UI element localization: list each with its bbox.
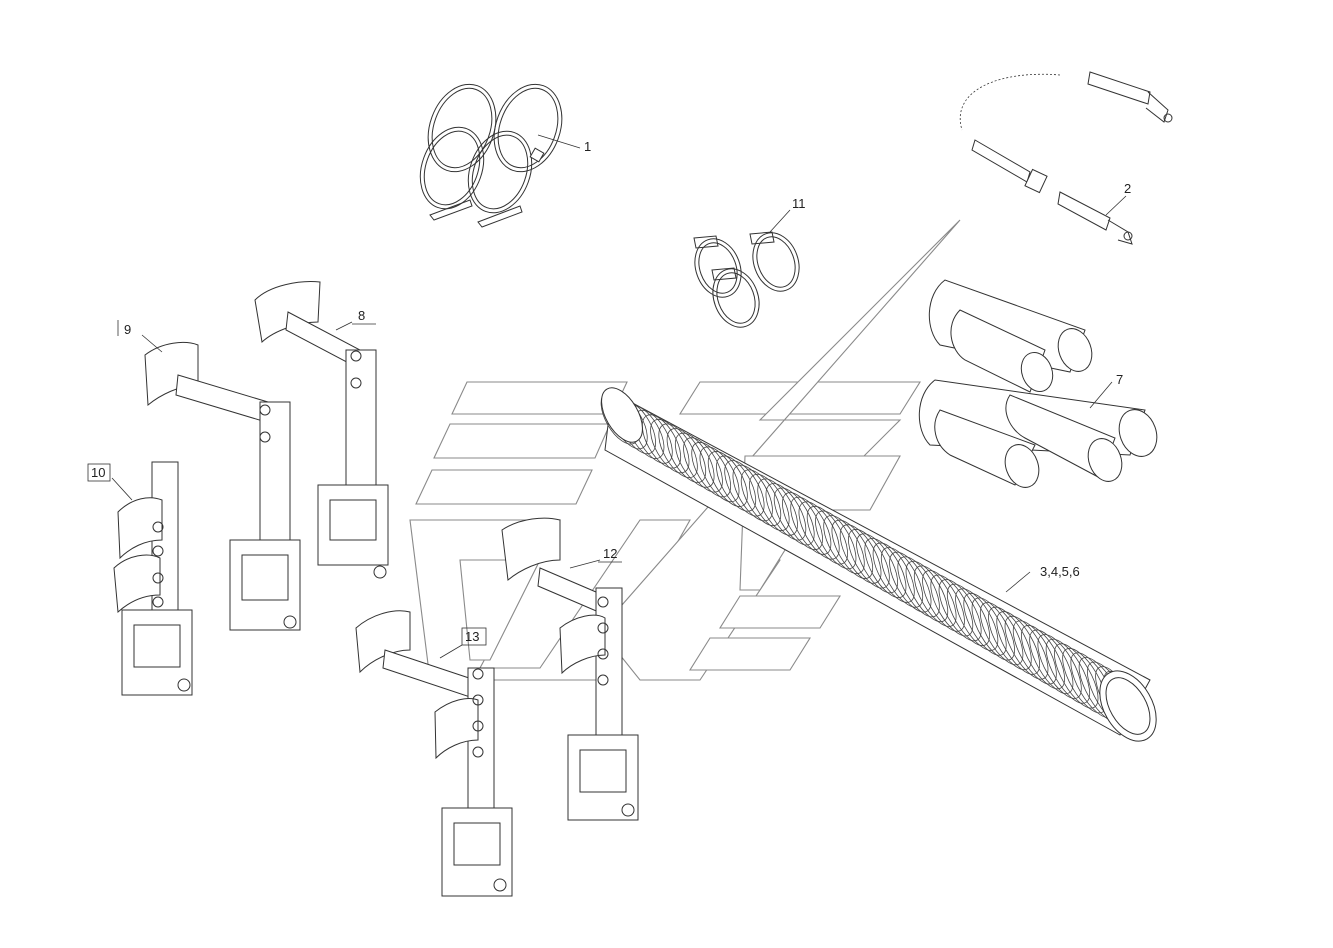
hose-rib	[782, 492, 823, 550]
hose-rib	[1004, 615, 1049, 680]
callout-11: 11	[792, 196, 806, 211]
hose-rib	[880, 547, 924, 608]
hose-rib	[930, 574, 974, 637]
part-2-strap	[959, 71, 1173, 245]
hose-rib	[650, 418, 690, 474]
callout-8: 8	[358, 308, 365, 323]
bracket-10	[113, 461, 193, 696]
hose-rib	[658, 423, 698, 479]
hose-rib	[848, 528, 890, 589]
watermark-logo	[409, 219, 961, 681]
hose-rib	[732, 464, 773, 522]
hose-rib	[699, 446, 740, 503]
part-7-sleeves	[918, 279, 1158, 488]
callout-13: 13	[465, 629, 479, 644]
hose-rib	[856, 533, 899, 594]
hose-rib	[815, 510, 857, 570]
callout-7: 7	[1116, 372, 1123, 387]
hose-rib	[839, 524, 882, 584]
hose-rib	[683, 437, 723, 493]
hose-rib	[757, 478, 798, 536]
callout-leaders	[111, 134, 1127, 659]
hose-rib	[716, 455, 757, 512]
hose-rib	[749, 473, 790, 531]
hose-rib	[1021, 625, 1065, 690]
callout-2: 2	[1124, 181, 1131, 196]
hose-rib	[872, 542, 915, 603]
callout-3-4-5-6: 3,4,5,6	[1040, 564, 1080, 579]
hose-rib	[889, 551, 932, 613]
hose-rib	[1062, 647, 1107, 714]
hose-rib	[674, 432, 715, 488]
hose-rib	[765, 483, 807, 541]
bracket-9	[144, 342, 301, 631]
callout-1: 1	[584, 139, 591, 154]
hose-rib	[1037, 634, 1082, 699]
hose-rib	[864, 538, 907, 598]
hose-rib	[724, 460, 765, 517]
callout-10-box	[87, 463, 111, 482]
hose-rib	[922, 570, 965, 632]
hose-rib	[1012, 620, 1057, 685]
hose-rib	[740, 469, 782, 527]
hose-rib	[905, 560, 949, 623]
hose-rib	[831, 519, 874, 579]
callout-9: 9	[124, 322, 131, 337]
hose-rib	[798, 501, 840, 560]
part-1-hose-clamps	[419, 83, 563, 228]
bracket-13	[355, 610, 513, 897]
callout-13-box	[461, 627, 487, 646]
hose-rib	[666, 428, 707, 483]
hose-rib	[641, 414, 682, 469]
callout-labels: 1 2 3,4,5,6 7 8 9 10 11 12 13	[87, 139, 1131, 646]
hose-rib	[806, 505, 848, 565]
hose-rib	[691, 441, 732, 498]
callout-10: 10	[91, 465, 105, 480]
part-11-clamps	[693, 231, 800, 328]
hose-rib	[823, 515, 865, 575]
hose-rib	[1054, 643, 1099, 709]
hose-rib	[773, 487, 815, 546]
hose-rib	[1045, 638, 1091, 704]
hose-rib	[707, 451, 748, 507]
hose-rib	[1029, 629, 1074, 694]
hose-rib	[897, 556, 940, 618]
hose-rib	[913, 565, 957, 627]
part-3-6-corrugated-hose	[600, 387, 1157, 742]
bracket-8	[254, 281, 389, 579]
hose-rib	[790, 496, 832, 555]
callout-12: 12	[603, 546, 617, 561]
bracket-12	[501, 517, 639, 821]
